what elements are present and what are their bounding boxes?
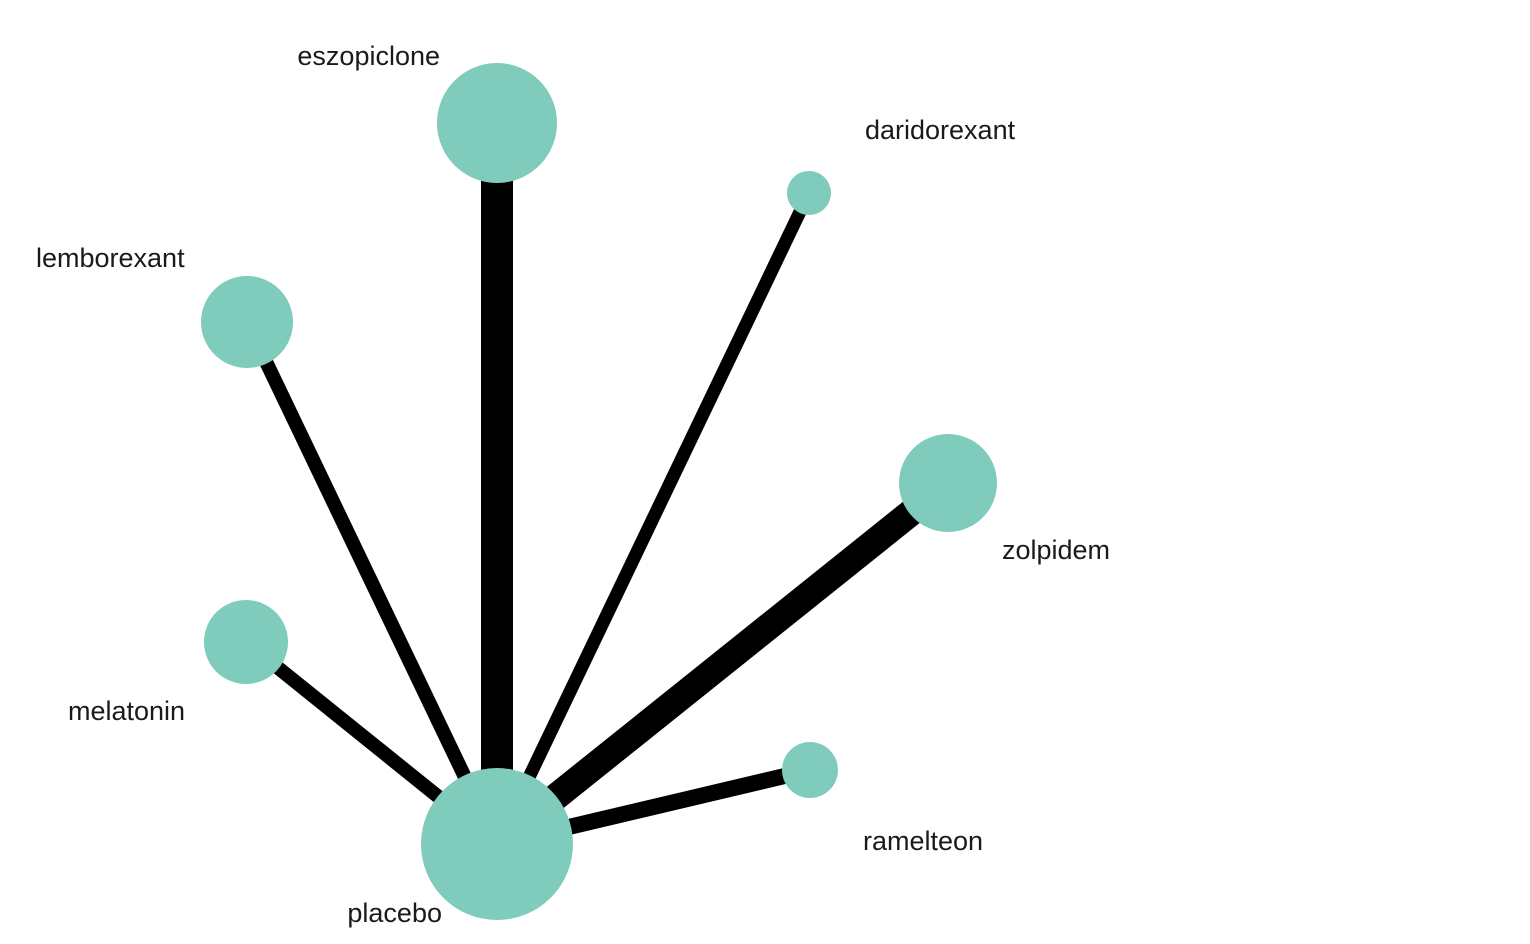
label-daridorexant: daridorexant bbox=[865, 115, 1016, 145]
node-lemborexant bbox=[201, 276, 293, 368]
node-zolpidem bbox=[899, 434, 997, 532]
labels-layer: placebo eszopiclone daridorexant lemborexan… bbox=[36, 41, 1110, 928]
nodes-layer bbox=[201, 63, 997, 920]
edges-layer bbox=[240, 123, 957, 855]
edge-placebo-lemborexant bbox=[240, 318, 504, 848]
node-melatonin bbox=[204, 600, 288, 684]
label-zolpidem: zolpidem bbox=[1002, 535, 1110, 565]
label-melatonin: melatonin bbox=[68, 696, 185, 726]
label-placebo: placebo bbox=[347, 898, 442, 928]
node-placebo bbox=[421, 768, 573, 920]
label-eszopiclone: eszopiclone bbox=[297, 41, 440, 71]
label-lemborexant: lemborexant bbox=[36, 243, 185, 273]
label-ramelteon: ramelteon bbox=[863, 826, 983, 856]
edge-placebo-zolpidem bbox=[488, 472, 957, 855]
edge-placebo-daridorexant bbox=[491, 190, 815, 847]
node-ramelteon bbox=[782, 742, 838, 798]
node-daridorexant bbox=[787, 171, 831, 215]
node-eszopiclone bbox=[437, 63, 557, 183]
